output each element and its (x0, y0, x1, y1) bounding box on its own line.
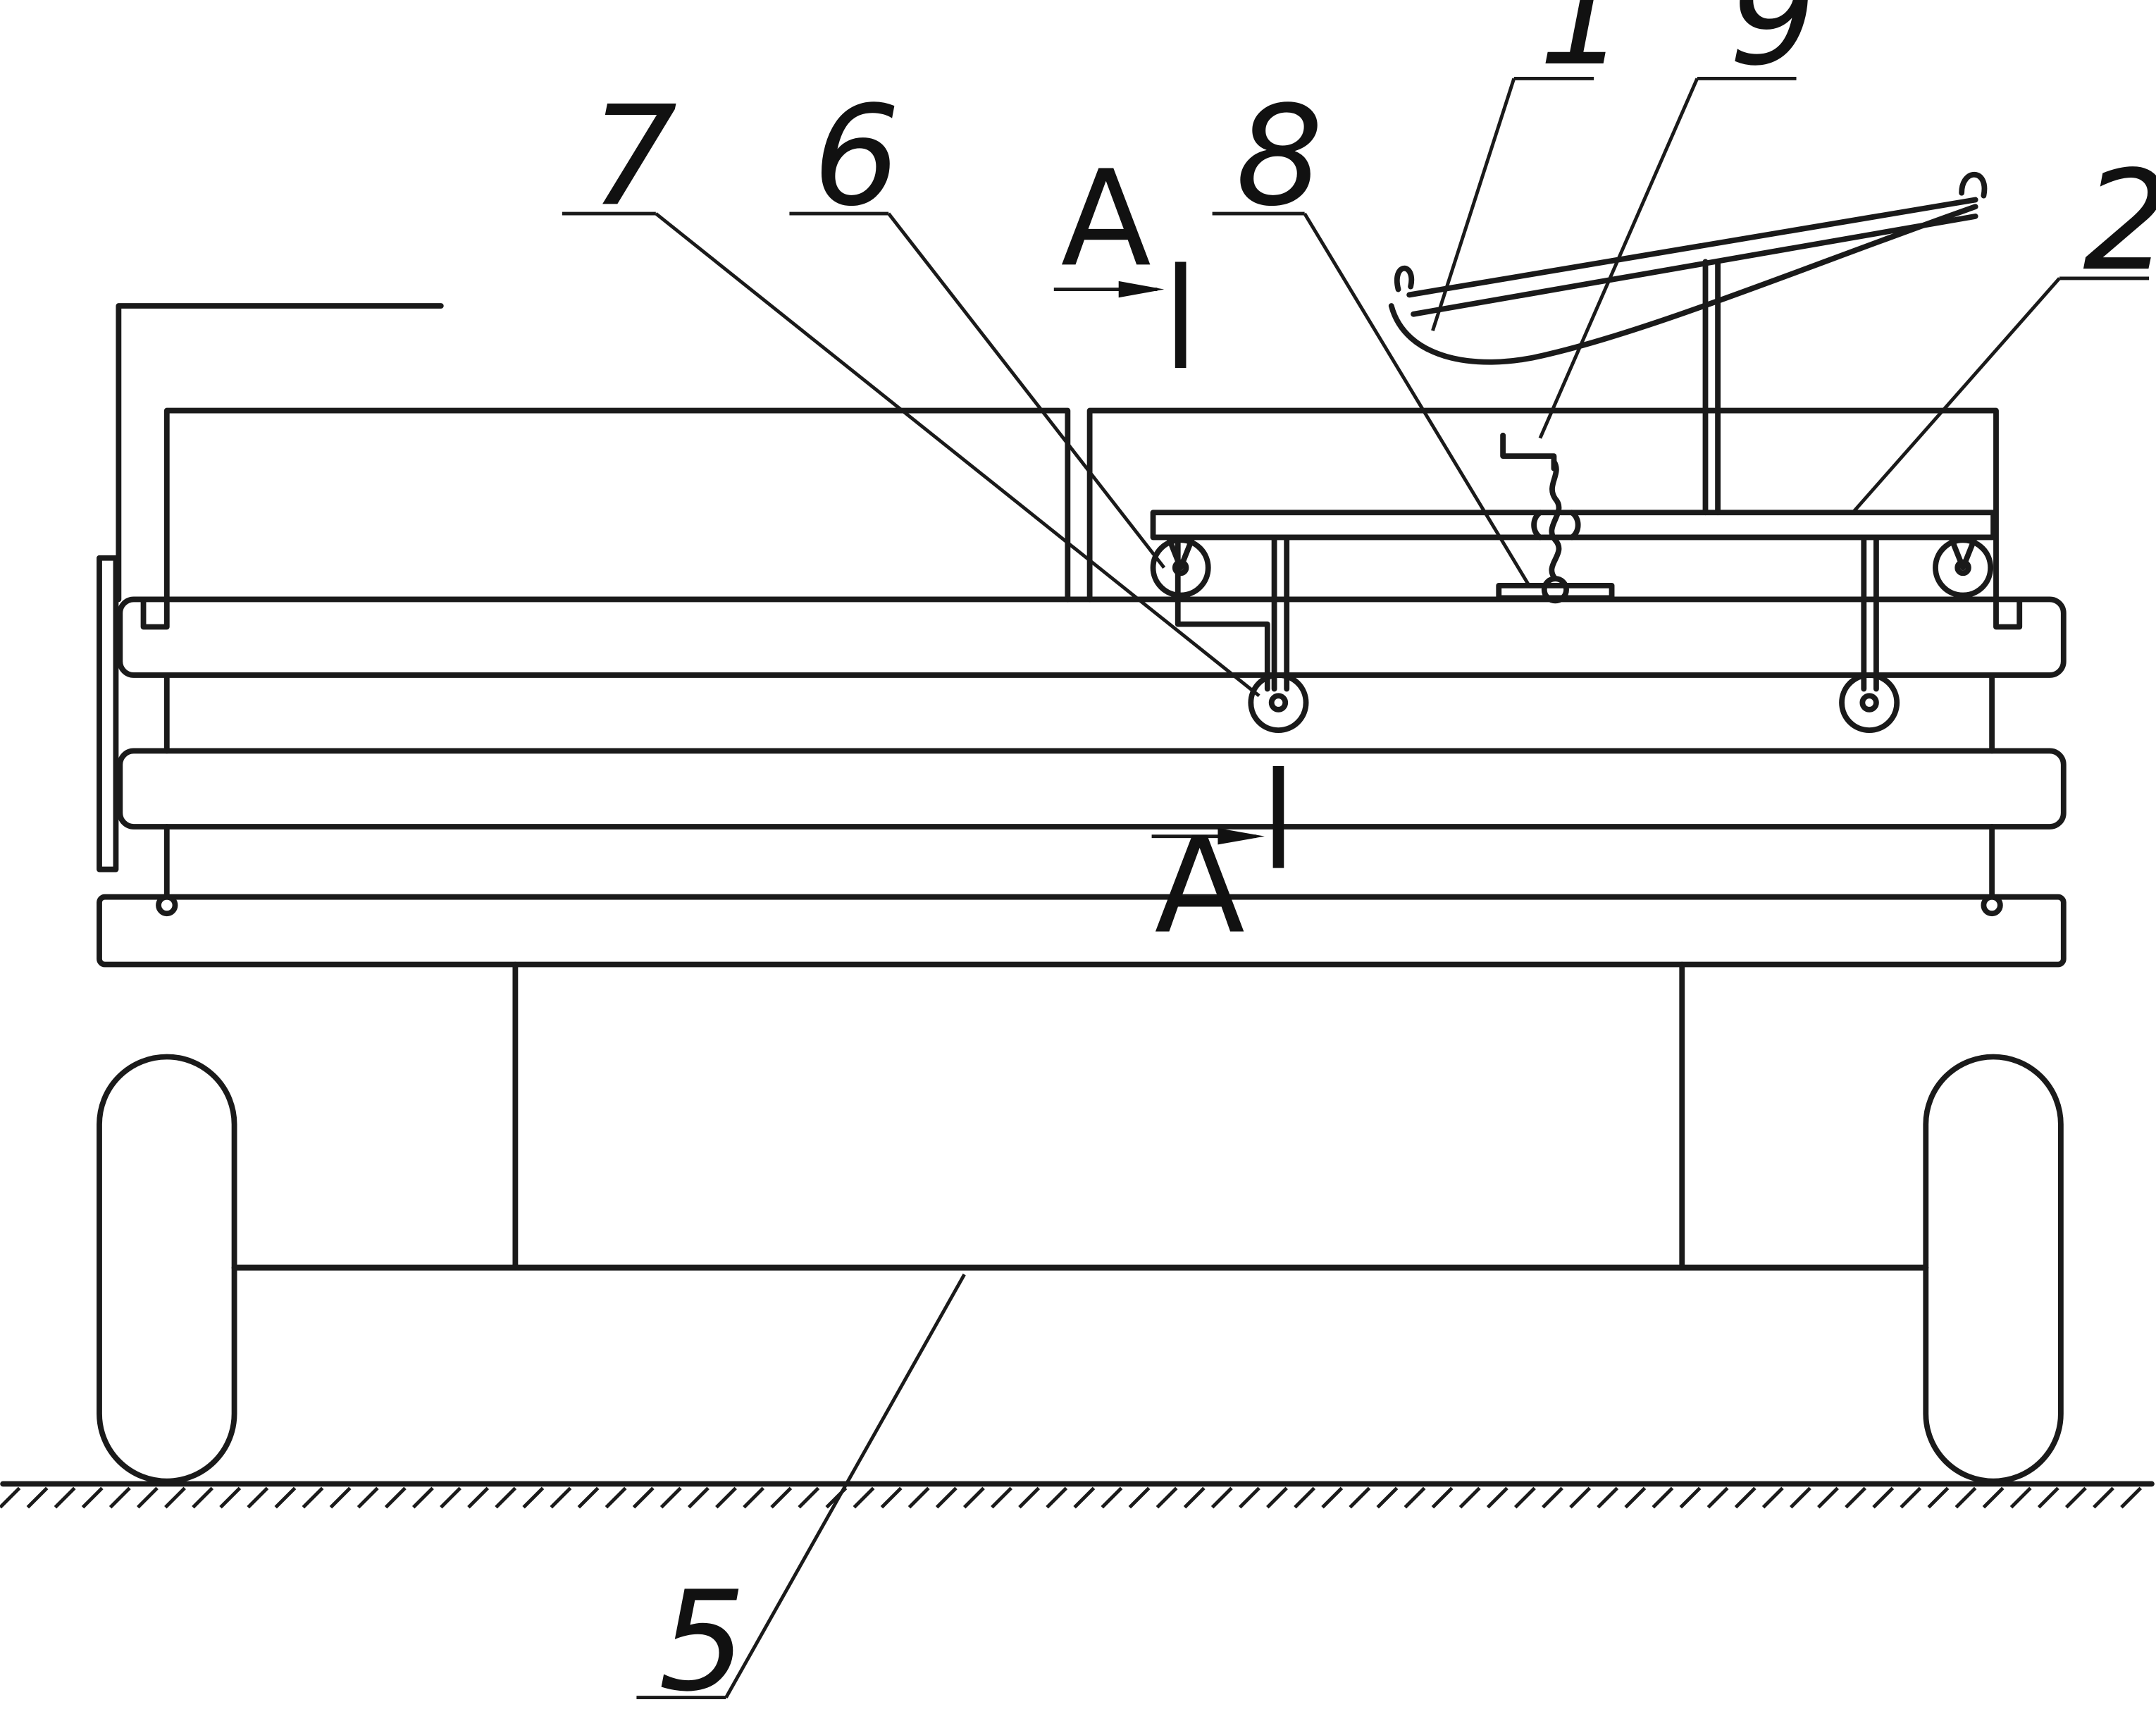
part-number-1: 1 (1539, 0, 1626, 97)
wheel-left (97, 1054, 237, 1484)
part-number-5: 5 (659, 1562, 746, 1714)
tray (1388, 171, 1988, 516)
base-rail (97, 894, 2067, 968)
mattress-frame-right (1086, 407, 2023, 630)
base-pivots (156, 824, 2003, 917)
part-number-9: 9 (1729, 0, 1816, 97)
chassis (231, 961, 1929, 1271)
middle-rail (117, 748, 2067, 830)
rail-posts (163, 672, 1995, 754)
leader-lines (562, 76, 2149, 1699)
head-post (116, 303, 444, 603)
part-number-2: 2 (2083, 142, 2156, 302)
section-label-bottom: A (1155, 810, 1245, 963)
part-number-7: 7 (590, 77, 677, 237)
upper-rail (117, 596, 2067, 678)
end-plate (97, 555, 119, 873)
rollers (1150, 537, 1994, 734)
mattress-frame-left (140, 407, 1071, 630)
section-label-top: A (1061, 142, 1151, 296)
wheel-right (1923, 1054, 2064, 1484)
part-number-8: 8 (1236, 77, 1323, 237)
ground-hatching (0, 1486, 2142, 1509)
ground (0, 1481, 2155, 1509)
winch (1496, 432, 1615, 604)
section-mark-top (1053, 261, 1187, 368)
section-mark-bottom (1151, 765, 1284, 868)
part-number-6: 6 (813, 77, 900, 237)
